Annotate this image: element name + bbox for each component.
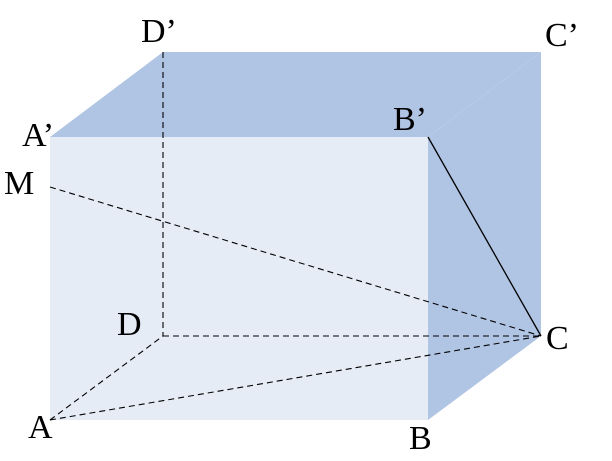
label-b: B <box>409 420 432 457</box>
label-b-prime: B’ <box>393 101 427 138</box>
label-m: M <box>4 165 34 202</box>
label-a-prime: A’ <box>22 117 54 154</box>
segment-m-c <box>49 186 542 337</box>
segment-bprime-c <box>427 136 542 337</box>
edge-a-d <box>49 335 164 421</box>
front-face <box>50 137 428 420</box>
label-c: C <box>546 320 569 357</box>
label-d-prime: D’ <box>141 13 177 50</box>
segment-a-c <box>49 335 542 421</box>
label-d: D <box>117 306 142 343</box>
label-a: A <box>28 409 53 446</box>
label-c-prime: C’ <box>545 17 579 54</box>
top-face <box>50 52 541 137</box>
